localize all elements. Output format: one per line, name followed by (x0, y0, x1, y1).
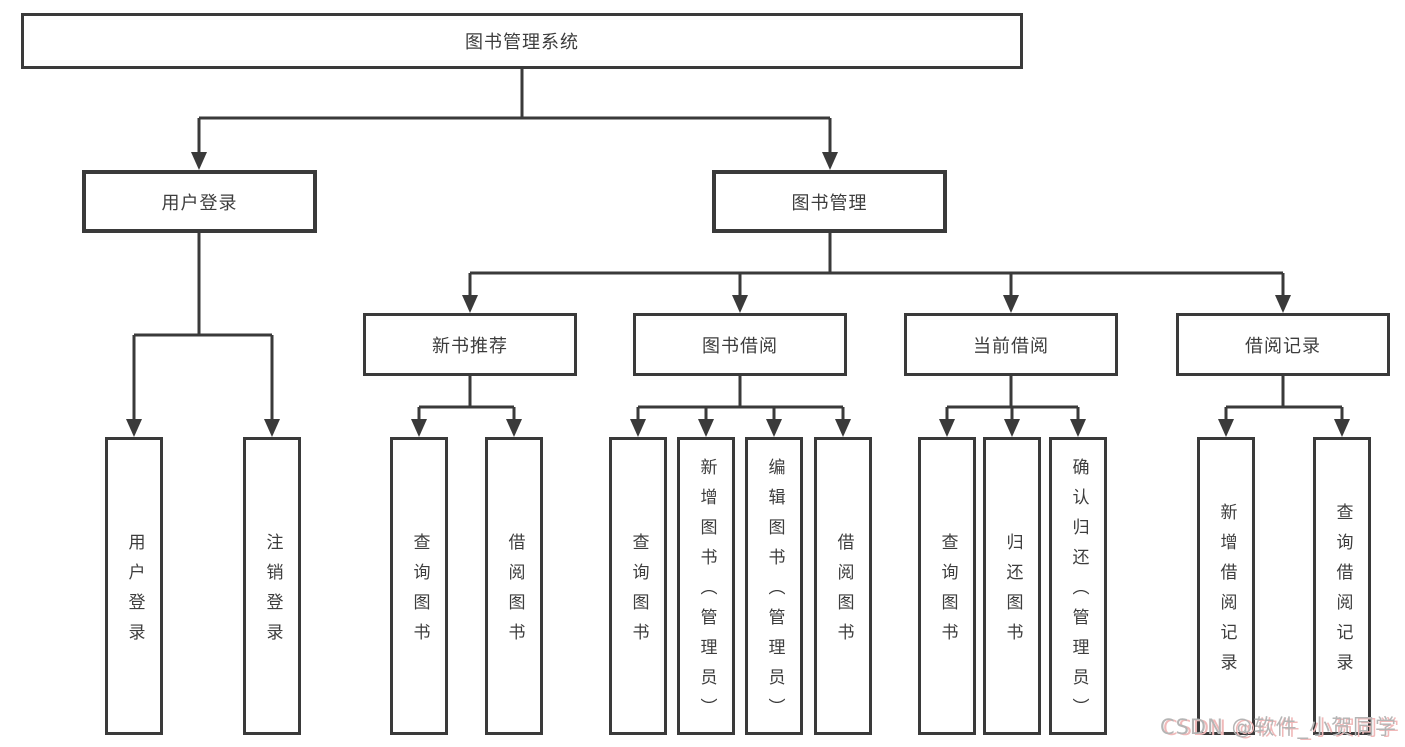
leaf-record-query-label: 查询借阅记录 (1332, 502, 1353, 683)
leaf-current-confirm-admin-label: 确认归还（管理员） (1068, 457, 1089, 728)
leaf-borrow-edit-admin-label: 编辑图书（管理员） (764, 457, 785, 728)
leaf-current-return-label: 归还图书 (1002, 532, 1023, 653)
leaf-newbook-borrow-label: 借阅图书 (504, 532, 525, 653)
leaf-current-query: 查询图书 (918, 437, 976, 735)
leaf-record-add-label: 新增借阅记录 (1216, 502, 1237, 683)
leaf-user-login-label: 用户登录 (124, 532, 145, 653)
leaf-borrow-query-label: 查询图书 (628, 532, 649, 653)
leaf-newbook-query-label: 查询图书 (409, 532, 430, 653)
leaf-borrow-book-label: 借阅图书 (833, 532, 854, 653)
node-root-system: 图书管理系统 (21, 13, 1023, 69)
leaf-logout: 注销登录 (243, 437, 301, 735)
arrowheads (126, 152, 1350, 437)
leaf-current-query-label: 查询图书 (937, 532, 958, 653)
leaf-current-return: 归还图书 (983, 437, 1041, 735)
leaf-borrow-edit-admin: 编辑图书（管理员） (745, 437, 803, 735)
leaf-record-add: 新增借阅记录 (1197, 437, 1255, 735)
leaf-borrow-add-admin-label: 新增图书（管理员） (696, 457, 717, 728)
leaf-logout-label: 注销登录 (262, 532, 283, 653)
leaf-newbook-borrow: 借阅图书 (485, 437, 543, 735)
leaf-record-query: 查询借阅记录 (1313, 437, 1371, 735)
node-new-book-section: 新书推荐 (363, 313, 577, 376)
csdn-watermark: CSDN @软件_小贺同学 (1159, 715, 1397, 739)
node-book-management-branch: 图书管理 (712, 170, 947, 233)
node-book-borrow-section: 图书借阅 (633, 313, 847, 376)
leaf-borrow-book: 借阅图书 (814, 437, 872, 735)
leaf-current-confirm-admin: 确认归还（管理员） (1049, 437, 1107, 735)
node-current-borrow-section: 当前借阅 (904, 313, 1118, 376)
leaf-newbook-query: 查询图书 (390, 437, 448, 735)
node-user-login-branch: 用户登录 (82, 170, 317, 233)
leaf-user-login: 用户登录 (105, 437, 163, 735)
leaf-borrow-query: 查询图书 (609, 437, 667, 735)
node-borrow-records-section: 借阅记录 (1176, 313, 1390, 376)
leaf-borrow-add-admin: 新增图书（管理员） (677, 437, 735, 735)
